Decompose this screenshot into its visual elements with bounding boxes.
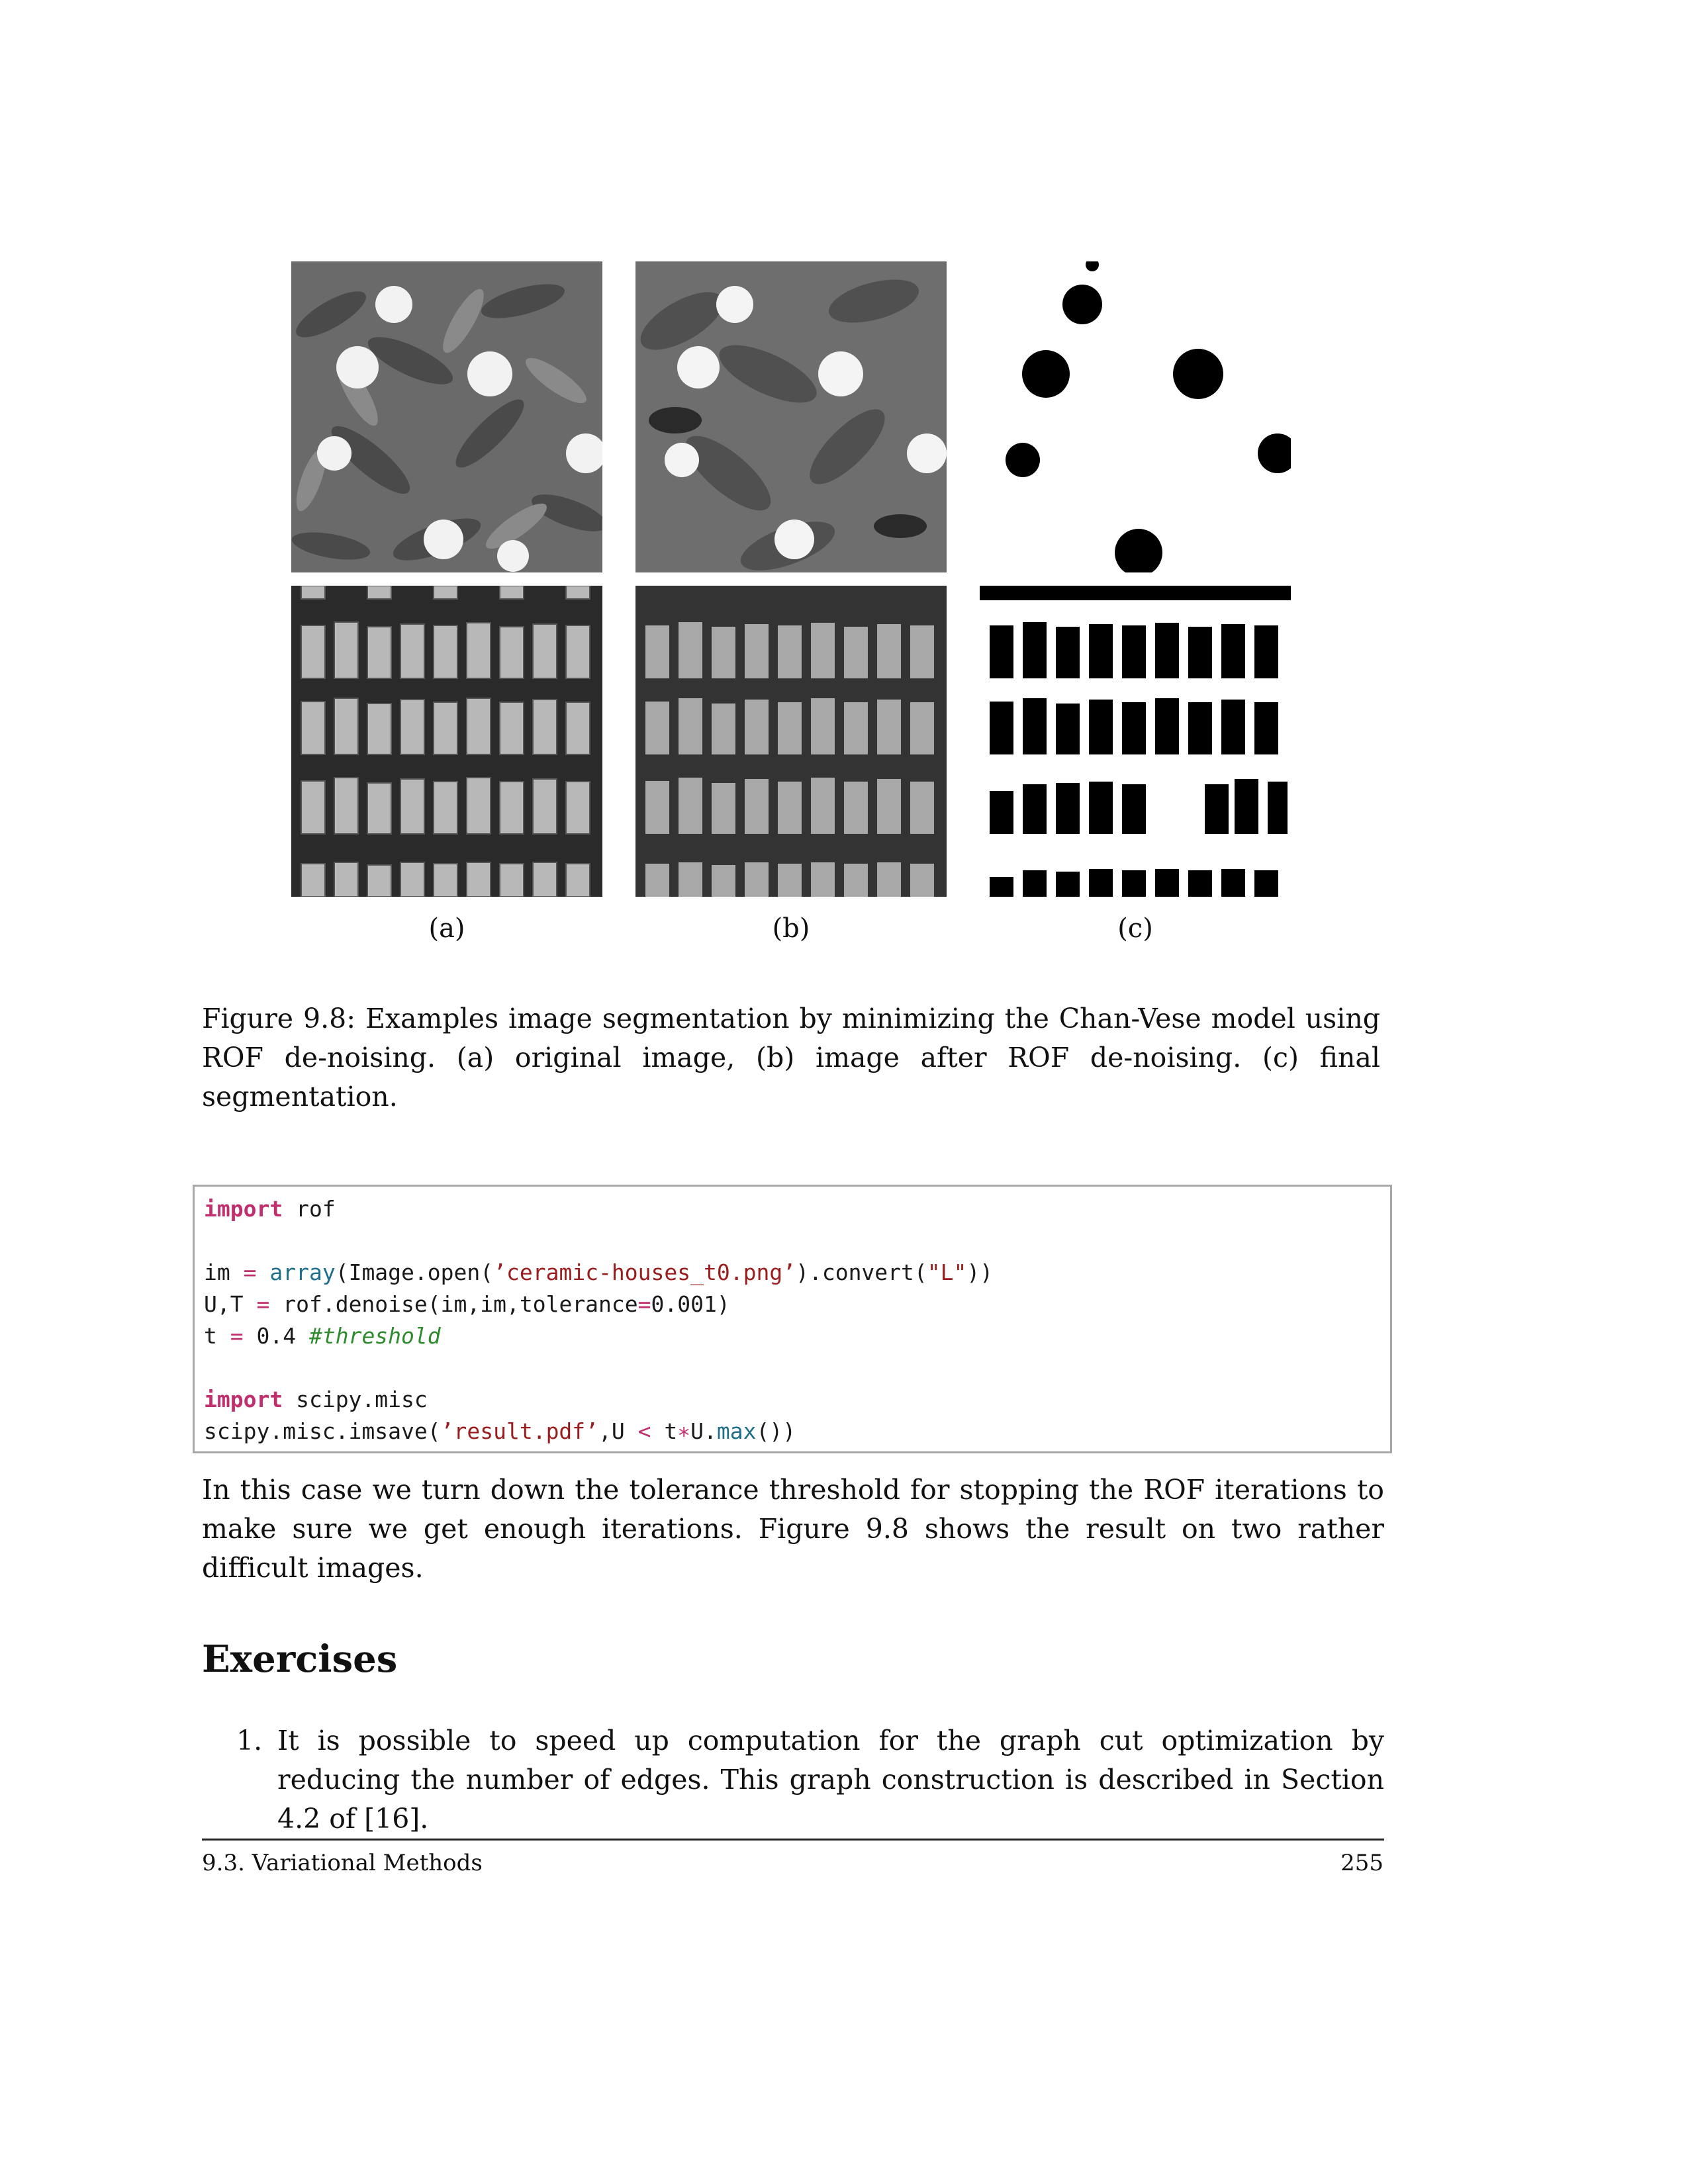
code-line-6: scipy.misc.imsave(’result.pdf’,U < t∗U.m…	[204, 1418, 796, 1444]
footer-section: 9.3. Variational Methods	[202, 1850, 483, 1876]
exercise-text: It is possible to speed up computation f…	[277, 1725, 1384, 1835]
exercise-number: 1.	[236, 1725, 263, 1756]
subfigure-label-b: (b)	[772, 913, 810, 944]
flowers-denoised-image	[635, 261, 947, 572]
section-heading: Exercises	[202, 1637, 398, 1681]
flowers-original-image	[291, 261, 602, 572]
houses-segmentation-image	[980, 586, 1291, 897]
page-number: 255	[1340, 1850, 1383, 1876]
code-listing: import rof im = array(Image.open(’cerami…	[193, 1185, 1392, 1453]
figure-caption: Figure 9.8: Examples image segmentation …	[202, 1003, 1380, 1113]
body-paragraph: In this case we turn down the tolerance …	[202, 1474, 1384, 1584]
code-line-5: import scipy.misc	[204, 1387, 428, 1412]
houses-denoised-image	[635, 586, 947, 897]
code-line-1: import rof	[204, 1196, 336, 1222]
flowers-segmentation-image	[980, 261, 1291, 572]
subfigure-label-c: (c)	[1117, 913, 1153, 944]
subfigure-label-a: (a)	[428, 913, 465, 944]
code-line-3: U,T = rof.denoise(im,im,tolerance=0.001)	[204, 1291, 730, 1317]
code-line-4: t = 0.4 #threshold	[204, 1323, 441, 1349]
code-line-2: im = array(Image.open(’ceramic-houses_t0…	[204, 1259, 994, 1285]
footer-rule	[202, 1839, 1384, 1841]
houses-original-image	[291, 586, 602, 897]
